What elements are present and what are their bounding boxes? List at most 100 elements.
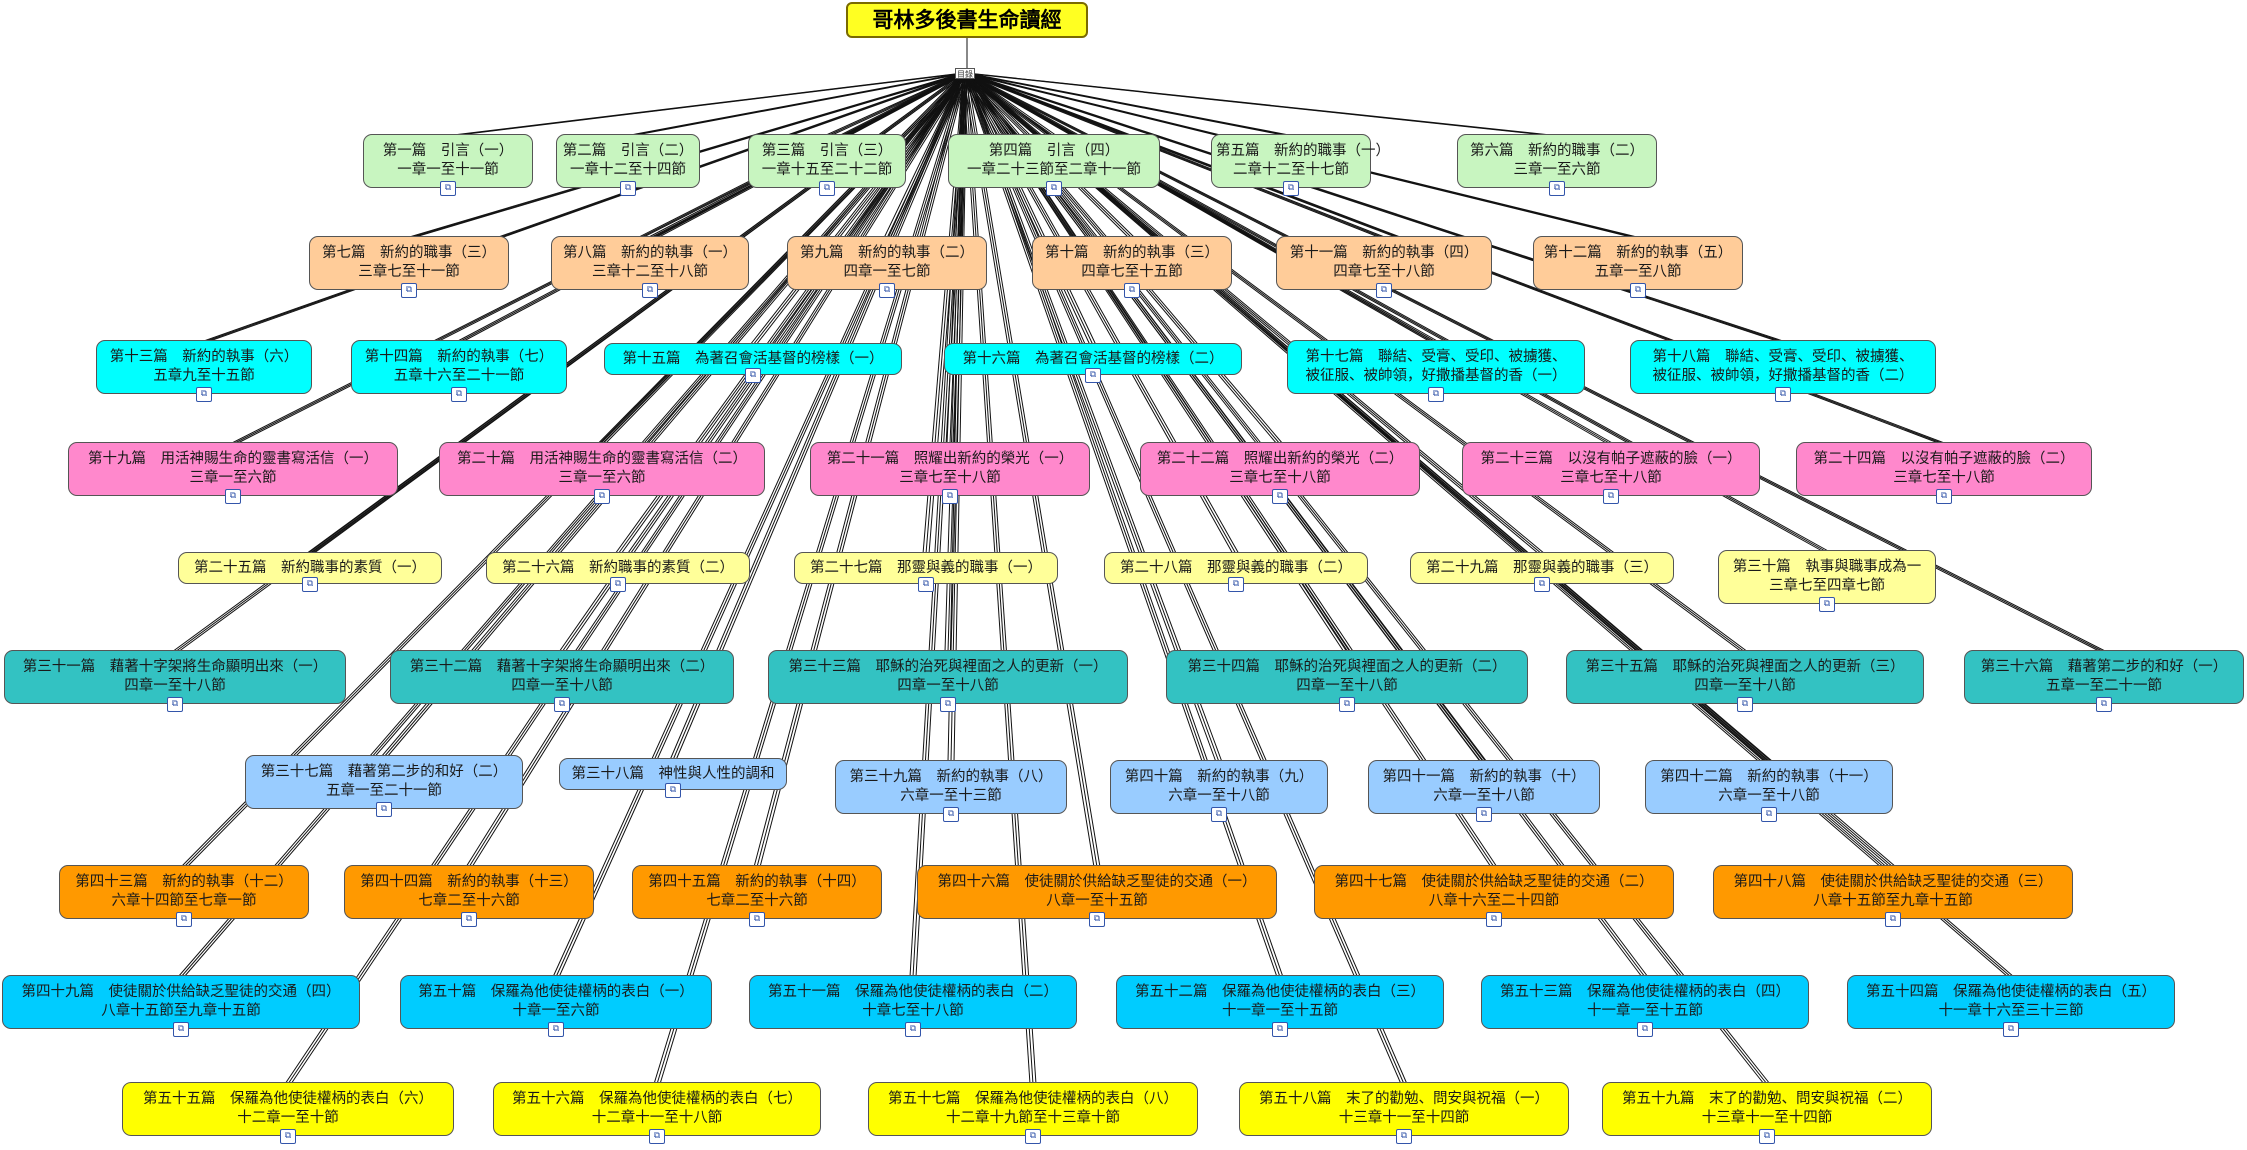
chapter-node[interactable]: 第二十一篇 照耀出新約的榮光（一）三章七至十八節⧉ xyxy=(810,442,1090,504)
document-link-icon[interactable]: ⧉ xyxy=(1630,283,1646,298)
document-link-icon[interactable]: ⧉ xyxy=(1476,807,1492,822)
chapter-node[interactable]: 第三十四篇 耶穌的治死與裡面之人的更新（二）四章一至十八節⧉ xyxy=(1166,650,1528,712)
chapter-node[interactable]: 第十二篇 新約的執事（五）五章一至八節⧉ xyxy=(1533,236,1743,298)
chapter-node[interactable]: 第四十八篇 使徒關於供給缺乏聖徒的交通（三）八章十五節至九章十五節⧉ xyxy=(1713,865,2073,927)
chapter-node[interactable]: 第五十八篇 末了的勸勉、問安與祝福（一）十三章十一至十四節⧉ xyxy=(1239,1082,1569,1144)
document-link-icon[interactable]: ⧉ xyxy=(225,489,241,504)
document-link-icon[interactable]: ⧉ xyxy=(1046,181,1062,196)
document-link-icon[interactable]: ⧉ xyxy=(1211,807,1227,822)
document-link-icon[interactable]: ⧉ xyxy=(1228,577,1244,592)
chapter-node[interactable]: 第三十六篇 藉著第二步的和好（一）五章一至二十一節⧉ xyxy=(1964,650,2244,712)
chapter-node[interactable]: 第四十六篇 使徒關於供給缺乏聖徒的交通（一）八章一至十五節⧉ xyxy=(917,865,1277,927)
document-link-icon[interactable]: ⧉ xyxy=(167,697,183,712)
chapter-node[interactable]: 第二十二篇 照耀出新約的榮光（二）三章七至十八節⧉ xyxy=(1140,442,1420,504)
chapter-node[interactable]: 第五十一篇 保羅為他使徒權柄的表白（二）十章七至十八節⧉ xyxy=(749,975,1077,1037)
document-link-icon[interactable]: ⧉ xyxy=(1885,912,1901,927)
chapter-node[interactable]: 第三十七篇 藉著第二步的和好（二）五章一至二十一節⧉ xyxy=(245,755,523,817)
document-link-icon[interactable]: ⧉ xyxy=(1603,489,1619,504)
document-link-icon[interactable]: ⧉ xyxy=(665,783,681,798)
chapter-node[interactable]: 第四十五篇 新約的執事（十四）七章二至十六節⧉ xyxy=(632,865,882,927)
document-link-icon[interactable]: ⧉ xyxy=(451,387,467,402)
chapter-node[interactable]: 第五十四篇 保羅為他使徒權柄的表白（五）十一章十六至三十三節⧉ xyxy=(1847,975,2175,1037)
chapter-node[interactable]: 第十五篇 為著召會活基督的榜樣（一）⧉ xyxy=(604,343,902,383)
chapter-node[interactable]: 第五十二篇 保羅為他使徒權柄的表白（三）十一章一至十五節⧉ xyxy=(1116,975,1444,1037)
document-link-icon[interactable]: ⧉ xyxy=(1089,912,1105,927)
chapter-node[interactable]: 第十一篇 新約的執事（四）四章七至十八節⧉ xyxy=(1276,236,1492,298)
document-link-icon[interactable]: ⧉ xyxy=(942,489,958,504)
chapter-node[interactable]: 第五十三篇 保羅為他使徒權柄的表白（四）十一章一至十五節⧉ xyxy=(1481,975,1809,1037)
document-link-icon[interactable]: ⧉ xyxy=(610,577,626,592)
document-link-icon[interactable]: ⧉ xyxy=(1549,181,1565,196)
chapter-node[interactable]: 第四十篇 新約的執事（九）六章一至十八節⧉ xyxy=(1110,760,1328,822)
chapter-node[interactable]: 第三十二篇 藉著十字架將生命顯明出來（二）四章一至十八節⧉ xyxy=(390,650,734,712)
document-link-icon[interactable]: ⧉ xyxy=(1124,283,1140,298)
chapter-node[interactable]: 第五篇 新約的職事（一）二章十二至十七節⧉ xyxy=(1211,134,1390,196)
document-link-icon[interactable]: ⧉ xyxy=(440,181,456,196)
document-link-icon[interactable]: ⧉ xyxy=(1283,181,1299,196)
document-link-icon[interactable]: ⧉ xyxy=(819,181,835,196)
chapter-node[interactable]: 第十六篇 為著召會活基督的榜樣（二）⧉ xyxy=(944,343,1242,383)
document-link-icon[interactable]: ⧉ xyxy=(176,912,192,927)
document-link-icon[interactable]: ⧉ xyxy=(879,283,895,298)
chapter-node[interactable]: 第四十七篇 使徒關於供給缺乏聖徒的交通（二）八章十六至二十四節⧉ xyxy=(1314,865,1674,927)
chapter-node[interactable]: 第二十六篇 新約職事的素質（二）⧉ xyxy=(486,552,750,592)
chapter-node[interactable]: 第二十七篇 那靈與義的職事（一）⧉ xyxy=(794,552,1058,592)
chapter-node[interactable]: 第三十三篇 耶穌的治死與裡面之人的更新（一）四章一至十八節⧉ xyxy=(768,650,1128,712)
chapter-node[interactable]: 第五十篇 保羅為他使徒權柄的表白（一）十章一至六節⧉ xyxy=(400,975,712,1037)
document-link-icon[interactable]: ⧉ xyxy=(642,283,658,298)
chapter-node[interactable]: 第七篇 新約的職事（三）三章七至十一節⧉ xyxy=(309,236,509,298)
document-link-icon[interactable]: ⧉ xyxy=(649,1129,665,1144)
chapter-node[interactable]: 第二十五篇 新約職事的素質（一）⧉ xyxy=(178,552,442,592)
document-link-icon[interactable]: ⧉ xyxy=(594,489,610,504)
chapter-node[interactable]: 第三十一篇 藉著十字架將生命顯明出來（一）四章一至十八節⧉ xyxy=(4,650,346,712)
document-link-icon[interactable]: ⧉ xyxy=(548,1022,564,1037)
document-link-icon[interactable]: ⧉ xyxy=(745,368,761,383)
document-link-icon[interactable]: ⧉ xyxy=(1534,577,1550,592)
chapter-node[interactable]: 第三十篇 執事與職事成為一三章七至四章七節⧉ xyxy=(1718,550,1936,612)
chapter-node[interactable]: 第四十九篇 使徒關於供給缺乏聖徒的交通（四）八章十五節至九章十五節⧉ xyxy=(2,975,360,1037)
document-link-icon[interactable]: ⧉ xyxy=(1775,387,1791,402)
document-link-icon[interactable]: ⧉ xyxy=(302,577,318,592)
chapter-node[interactable]: 第三十五篇 耶穌的治死與裡面之人的更新（三）四章一至十八節⧉ xyxy=(1566,650,1924,712)
document-link-icon[interactable]: ⧉ xyxy=(1339,697,1355,712)
chapter-node[interactable]: 第三篇 引言（三）一章十五至二十二節⧉ xyxy=(748,134,906,196)
document-link-icon[interactable]: ⧉ xyxy=(1085,368,1101,383)
root-hub[interactable]: 目錄 xyxy=(955,68,975,79)
chapter-node[interactable]: 第十七篇 聯結、受膏、受印、被擄獲、被征服、被帥領，好撒播基督的香（一）⧉ xyxy=(1287,340,1585,402)
chapter-node[interactable]: 第五十六篇 保羅為他使徒權柄的表白（七）十二章十一至十八節⧉ xyxy=(493,1082,821,1144)
chapter-node[interactable]: 第十八篇 聯結、受膏、受印、被擄獲、被征服、被帥領，好撒播基督的香（二）⧉ xyxy=(1630,340,1936,402)
document-link-icon[interactable]: ⧉ xyxy=(1936,489,1952,504)
document-link-icon[interactable]: ⧉ xyxy=(461,912,477,927)
chapter-node[interactable]: 第二十篇 用活神賜生命的靈書寫活信（二）三章一至六節⧉ xyxy=(439,442,765,504)
document-link-icon[interactable]: ⧉ xyxy=(1486,912,1502,927)
document-link-icon[interactable]: ⧉ xyxy=(2096,697,2112,712)
document-link-icon[interactable]: ⧉ xyxy=(905,1022,921,1037)
chapter-node[interactable]: 第四十二篇 新約的執事（十一）六章一至十八節⧉ xyxy=(1645,760,1893,822)
document-link-icon[interactable]: ⧉ xyxy=(401,283,417,298)
chapter-node[interactable]: 第四篇 引言（四）一章二十三節至二章十一節⧉ xyxy=(948,134,1160,196)
chapter-node[interactable]: 第四十四篇 新約的執事（十三）七章二至十六節⧉ xyxy=(344,865,594,927)
document-link-icon[interactable]: ⧉ xyxy=(620,181,636,196)
document-link-icon[interactable]: ⧉ xyxy=(749,912,765,927)
document-link-icon[interactable]: ⧉ xyxy=(940,697,956,712)
chapter-node[interactable]: 第二十三篇 以沒有帕子遮蔽的臉（一）三章七至十八節⧉ xyxy=(1462,442,1760,504)
document-link-icon[interactable]: ⧉ xyxy=(1737,697,1753,712)
chapter-node[interactable]: 第三十八篇 神性與人性的調和⧉ xyxy=(559,758,787,798)
chapter-node[interactable]: 第一篇 引言（一）一章一至十一節⧉ xyxy=(363,134,533,196)
chapter-node[interactable]: 第四十一篇 新約的執事（十）六章一至十八節⧉ xyxy=(1368,760,1600,822)
chapter-node[interactable]: 第二十九篇 那靈與義的職事（三）⧉ xyxy=(1410,552,1674,592)
document-link-icon[interactable]: ⧉ xyxy=(280,1129,296,1144)
chapter-node[interactable]: 第十四篇 新約的執事（七）五章十六至二十一節⧉ xyxy=(351,340,567,402)
chapter-node[interactable]: 第十九篇 用活神賜生命的靈書寫活信（一）三章一至六節⧉ xyxy=(68,442,398,504)
chapter-node[interactable]: 第二十八篇 那靈與義的職事（二）⧉ xyxy=(1104,552,1368,592)
document-link-icon[interactable]: ⧉ xyxy=(1272,1022,1288,1037)
chapter-node[interactable]: 第四十三篇 新約的執事（十二）六章十四節至七章一節⧉ xyxy=(59,865,309,927)
chapter-node[interactable]: 第五十九篇 末了的勸勉、問安與祝福（二）十三章十一至十四節⧉ xyxy=(1602,1082,1932,1144)
document-link-icon[interactable]: ⧉ xyxy=(1637,1022,1653,1037)
document-link-icon[interactable]: ⧉ xyxy=(1819,597,1835,612)
document-link-icon[interactable]: ⧉ xyxy=(1025,1129,1041,1144)
chapter-node[interactable]: 第三十九篇 新約的執事（八）六章一至十三節⧉ xyxy=(835,760,1067,822)
chapter-node[interactable]: 第九篇 新約的執事（二）四章一至七節⧉ xyxy=(787,236,987,298)
chapter-node[interactable]: 第八篇 新約的執事（一）三章十二至十八節⧉ xyxy=(551,236,749,298)
document-link-icon[interactable]: ⧉ xyxy=(1376,283,1392,298)
